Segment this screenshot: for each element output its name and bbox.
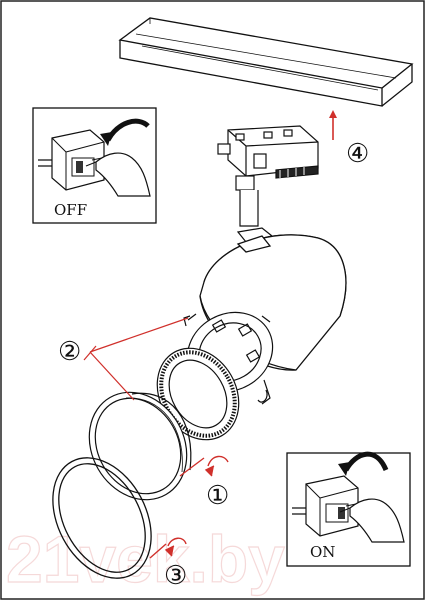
on-label: ON — [310, 543, 335, 561]
off-switch-inset — [32, 107, 157, 224]
step-3-number: ③ — [164, 561, 187, 591]
track-rail — [118, 17, 414, 107]
on-switch-inset — [286, 451, 411, 567]
step-2-number: ② — [58, 337, 81, 367]
front-ring — [52, 457, 152, 579]
step-2-pointers — [83, 317, 189, 401]
step-3-arrow — [149, 537, 187, 559]
off-label: OFF — [54, 201, 87, 219]
track-adapter — [217, 125, 319, 243]
step-4-number: ④ — [346, 139, 369, 169]
step-1-arrow — [179, 455, 229, 477]
reflector — [88, 391, 192, 501]
step-1-number: ① — [206, 481, 229, 511]
step-4-arrow — [329, 110, 337, 140]
lamp-ring — [156, 347, 240, 441]
